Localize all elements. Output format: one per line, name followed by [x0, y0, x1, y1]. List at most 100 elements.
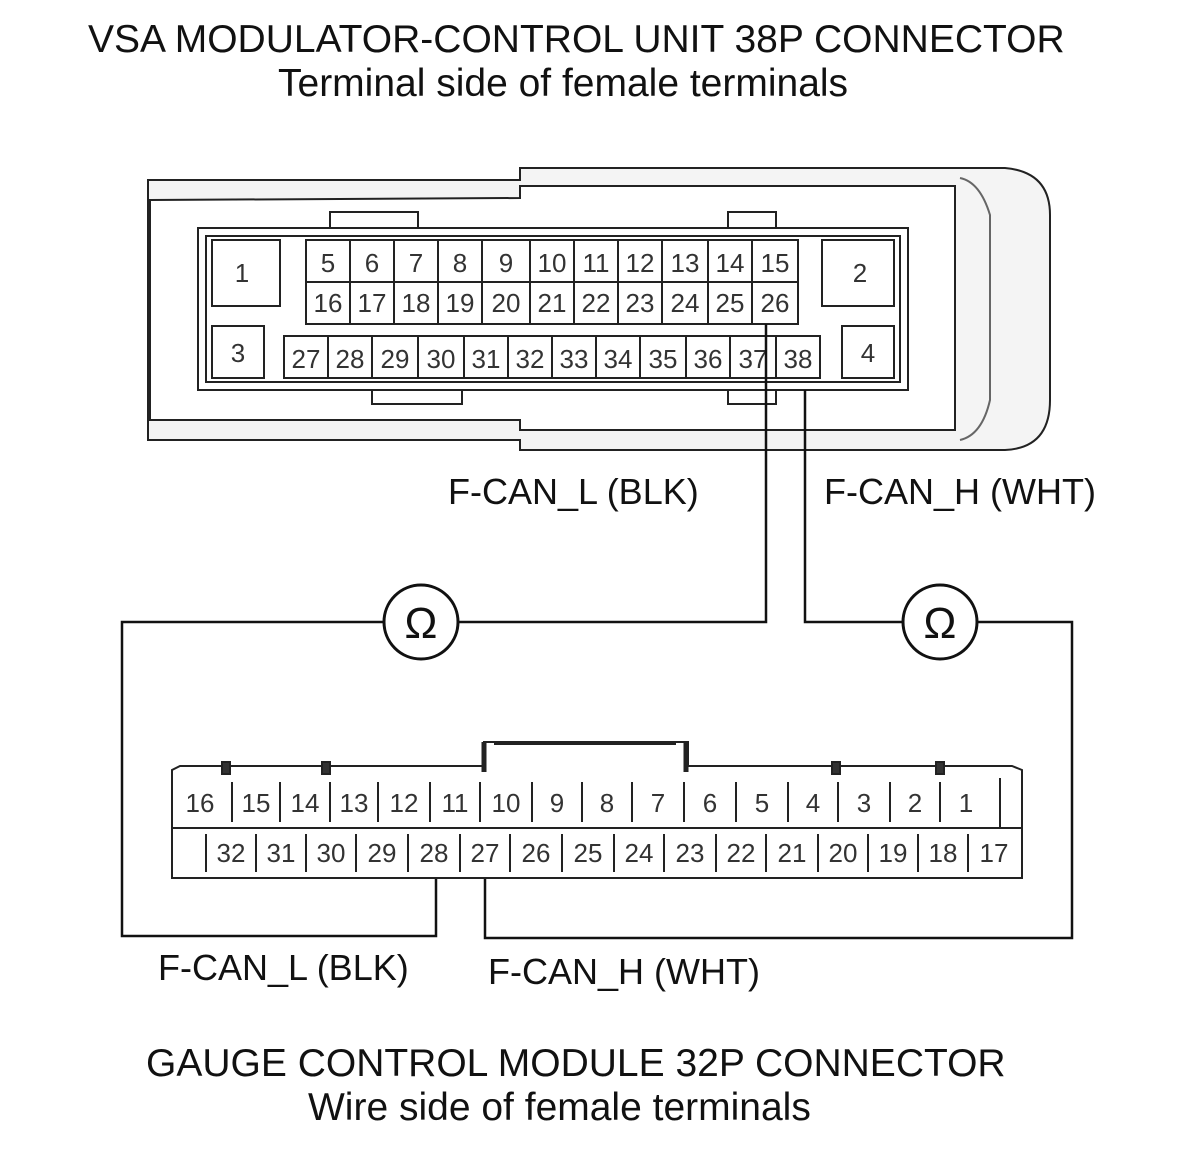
- pin-label: 38: [784, 344, 813, 374]
- pin-label: 8: [453, 248, 467, 278]
- ohmmeter-right: Ω: [901, 583, 979, 661]
- pin-label: 2: [853, 258, 867, 288]
- pin-label: 3: [857, 788, 871, 818]
- top-connector-title: VSA MODULATOR-CONTROL UNIT 38P CONNECTOR: [88, 18, 1065, 61]
- pin-label: 12: [390, 788, 419, 818]
- pin-label: 29: [368, 838, 397, 868]
- fcan-h-wire-bottom: [483, 620, 1074, 940]
- pin-label: 15: [761, 248, 790, 278]
- ohmmeter-right-circle: [901, 583, 979, 661]
- pin-label: 37: [739, 344, 768, 374]
- pin-label: 32: [217, 838, 246, 868]
- pin-label: 19: [446, 288, 475, 318]
- pin-label: 29: [381, 344, 410, 374]
- pin-label: 11: [583, 248, 610, 278]
- pin-label: 14: [291, 788, 320, 818]
- pin-label: 10: [492, 788, 521, 818]
- pin-label: 9: [499, 248, 513, 278]
- pin-label: 6: [365, 248, 379, 278]
- pin-label: 21: [778, 838, 807, 868]
- pin-label: 5: [755, 788, 769, 818]
- pin-label: 7: [409, 248, 423, 278]
- bottom-fcan-h-label: F-CAN_H (WHT): [488, 951, 760, 992]
- pin-label: 20: [492, 288, 521, 318]
- pin-label: 1: [959, 788, 973, 818]
- pin-label: 24: [625, 838, 654, 868]
- gauge-pin-labels: 16 15 14 13 12 11 10 9 8 7 6 5 4 3 2 1 3…: [186, 788, 1009, 868]
- pin-label: 24: [671, 288, 700, 318]
- pin-label: 25: [716, 288, 745, 318]
- pin-label: 17: [358, 288, 387, 318]
- top-connector-subtitle: Terminal side of female terminals: [278, 62, 849, 105]
- pin-label: 9: [550, 788, 564, 818]
- pin-label: 30: [317, 838, 346, 868]
- pin-label: 19: [879, 838, 908, 868]
- pin-label: 16: [314, 288, 343, 318]
- pin-label: 17: [980, 838, 1009, 868]
- top-fcan-l-label: F-CAN_L (BLK): [448, 471, 699, 512]
- vsa-connector-housing: [147, 167, 1051, 451]
- pin-label: 22: [727, 838, 756, 868]
- pin-label: 18: [929, 838, 958, 868]
- pin-label: 21: [538, 288, 567, 318]
- pin-label: 16: [186, 788, 215, 818]
- pin-label: 11: [442, 788, 469, 818]
- pin-label: 32: [516, 344, 545, 374]
- pin-label: 27: [292, 344, 321, 374]
- pin-label: 15: [242, 788, 271, 818]
- fcan-l-wire-bottom: [120, 620, 438, 938]
- pin-label: 31: [472, 344, 501, 374]
- vsa-pin-dividers: [327, 240, 777, 378]
- bottom-connector-subtitle: Wire side of female terminals: [308, 1086, 811, 1129]
- pin-label: 31: [267, 838, 296, 868]
- pin-label: 14: [716, 248, 745, 278]
- bottom-fcan-l-label: F-CAN_L (BLK): [158, 947, 409, 988]
- pin-label: 34: [604, 344, 633, 374]
- pin-label: 28: [336, 344, 365, 374]
- pin-label: 3: [231, 338, 245, 368]
- wires: [120, 324, 1074, 940]
- pin-4-cell: [841, 325, 895, 379]
- ohm-icon: Ω: [924, 599, 957, 648]
- pin-label: 18: [402, 288, 431, 318]
- pin-label: 26: [522, 838, 551, 868]
- pin-label: 28: [420, 838, 449, 868]
- ohmmeter-left-circle: [382, 583, 460, 661]
- top-fcan-h-label: F-CAN_H (WHT): [824, 471, 1096, 512]
- pin-label: 8: [600, 788, 614, 818]
- pin-label: 2: [908, 788, 922, 818]
- pin-label: 33: [560, 344, 589, 374]
- fcan-l-wire-top: [458, 324, 768, 624]
- pin-3-cell: [211, 325, 265, 379]
- pin-label: 20: [829, 838, 858, 868]
- pin-label: 23: [626, 288, 655, 318]
- ohm-icon: Ω: [405, 599, 438, 648]
- pin-2-cell: [821, 239, 895, 307]
- pin-label: 25: [574, 838, 603, 868]
- pin-1-cell: [211, 239, 281, 307]
- pin-label: 10: [538, 248, 567, 278]
- pin-label: 27: [471, 838, 500, 868]
- pin-label: 5: [321, 248, 335, 278]
- gauge-connector-housing: [171, 741, 1023, 879]
- pin-label: 7: [651, 788, 665, 818]
- pin-label: 6: [703, 788, 717, 818]
- pin-label: 30: [427, 344, 456, 374]
- ohmmeter-left: Ω: [382, 583, 460, 661]
- gauge-pin-dividers: [205, 782, 969, 872]
- vsa-pin-labels: 1 2 3 4 5 6 7 8 9 10 11 12 13 14 15 16 1…: [231, 248, 875, 374]
- pin-label: 22: [582, 288, 611, 318]
- pin-label: 12: [626, 248, 655, 278]
- bottom-connector-title: GAUGE CONTROL MODULE 32P CONNECTOR: [146, 1042, 1006, 1085]
- pin-label: 4: [861, 338, 875, 368]
- pin-label: 4: [806, 788, 820, 818]
- pin-label: 1: [235, 258, 249, 288]
- pin-label: 23: [676, 838, 705, 868]
- pin-label: 13: [671, 248, 700, 278]
- pin-label: 26: [761, 288, 790, 318]
- pin-label: 36: [694, 344, 723, 374]
- pin-label: 35: [649, 344, 678, 374]
- pin-label: 13: [340, 788, 369, 818]
- fcan-h-wire-top: [803, 390, 904, 624]
